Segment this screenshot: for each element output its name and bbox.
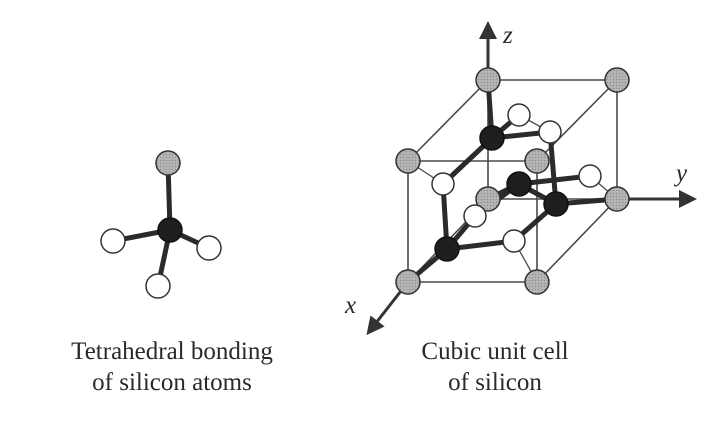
corner-atoms	[395, 67, 630, 295]
atom-right	[196, 235, 222, 261]
tetrahedral-caption-line-2: of silicon atoms	[92, 369, 252, 396]
cubic-unit-cell-figure	[366, 21, 697, 336]
atom-bottom	[145, 273, 171, 299]
atom-top	[155, 150, 181, 176]
face-atoms	[431, 103, 602, 253]
x-axis-label: x	[345, 292, 357, 319]
unit-cell-caption-line-1: Cubic unit cell	[421, 338, 569, 365]
unit-cell-caption: Cubic unit cell of silicon	[375, 336, 615, 398]
tetrahedral-bonding-figure	[100, 150, 222, 299]
tetrahedral-caption: Tetrahedral bonding of silicon atoms	[22, 336, 322, 398]
z-axis-label: z	[503, 22, 513, 49]
unit-cell-caption-line-2: of silicon	[448, 369, 542, 396]
atom-center	[157, 217, 183, 243]
interior-atoms	[434, 125, 569, 262]
y-axis-label: y	[676, 160, 688, 187]
atom-left	[100, 228, 126, 254]
tetrahedral-caption-line-1: Tetrahedral bonding	[71, 338, 273, 365]
